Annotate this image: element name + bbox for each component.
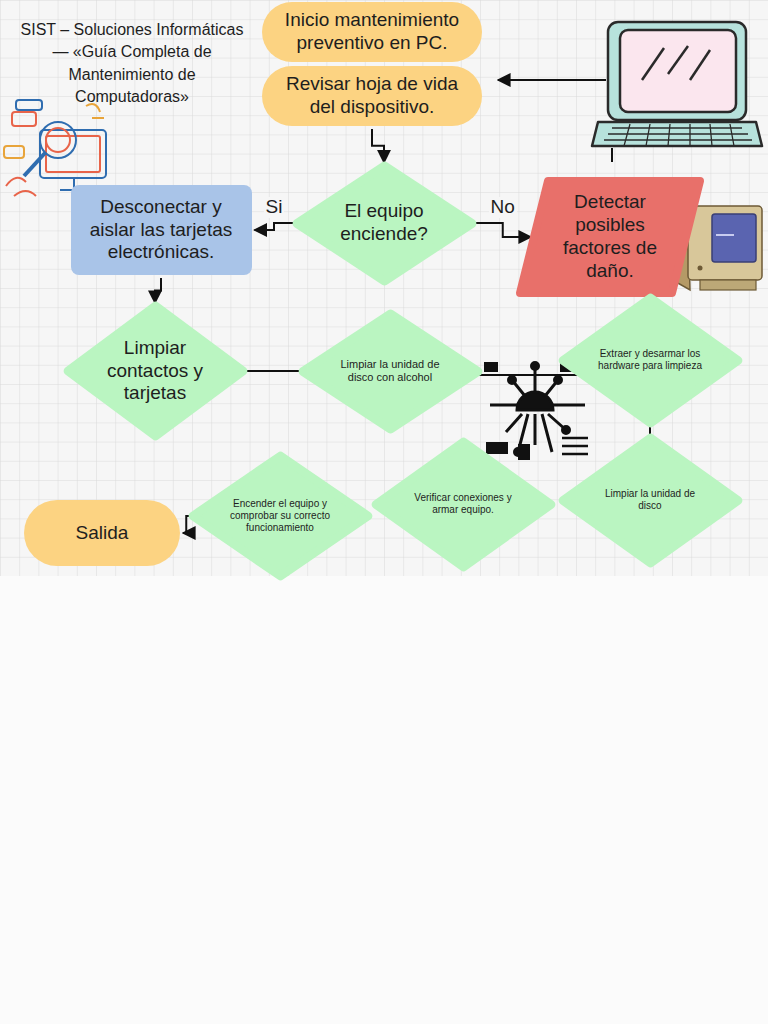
- connector-arrow: [255, 223, 294, 230]
- node-content: Revisar hoja de vida del dispositivo.: [262, 66, 482, 126]
- diamond-outline: [193, 456, 368, 576]
- diagram-title: SIST – Soluciones Informáticas — «Guía C…: [14, 19, 250, 109]
- maintenance-icon: [4, 100, 106, 198]
- connector-arrow: [155, 278, 161, 303]
- node-text: Limpiar la unidad de disco con alcohol: [334, 358, 446, 384]
- laptop-illustration: [498, 22, 762, 162]
- diamond-outline: [563, 298, 738, 423]
- node-content: Desconectar y aislar las tarjetas electr…: [71, 185, 252, 275]
- node-content: Detectar posibles factores de daño.: [520, 181, 700, 293]
- node-content: Limpiar contactos y tarjetas: [68, 306, 243, 436]
- node-content: Salida: [24, 500, 180, 566]
- process-diamond: Limpiar la unidad de disco con alcohol: [303, 314, 478, 429]
- grid-paper: [0, 0, 768, 576]
- diamond-outline: [303, 314, 478, 429]
- start-terminal: Inicio mantenimiento preventivo en PC.: [262, 2, 482, 62]
- edge-label: No: [489, 197, 517, 218]
- node-text: Encender el equipo y comprobar su correc…: [224, 498, 336, 534]
- data-parallelogram: Detectar posibles factores de daño.: [520, 181, 700, 293]
- diamond-outline: [376, 442, 551, 567]
- process-diamond: Extraer y desarmar los hardware para lim…: [563, 298, 738, 423]
- decision-diamond: El equipo enciende?: [297, 166, 472, 281]
- node-text: Extraer y desarmar los hardware para lim…: [592, 348, 708, 372]
- node-text: Desconectar y aislar las tarjetas electr…: [76, 196, 246, 264]
- node-content: Extraer y desarmar los hardware para lim…: [563, 298, 738, 423]
- process-diamond: Limpiar contactos y tarjetas: [68, 306, 243, 436]
- node-text: El equipo enciende?: [324, 200, 444, 246]
- diamond-outline: [563, 438, 738, 563]
- connector-arrow: [475, 223, 532, 237]
- process-diamond: Verificar conexiones y armar equipo.: [376, 442, 551, 567]
- diamond-outline: [297, 166, 472, 281]
- node-content: Limpiar la unidad de disco: [563, 438, 738, 563]
- node-text: Limpiar la unidad de disco: [598, 488, 702, 512]
- node-text: Salida: [76, 522, 129, 545]
- process-box: Desconectar y aislar las tarjetas electr…: [71, 185, 252, 275]
- circuit-icon: [476, 362, 588, 460]
- diamond-outline: [68, 306, 243, 436]
- node-text: Detectar posibles factores de daño.: [548, 191, 672, 282]
- node-content: Encender el equipo y comprobar su correc…: [193, 456, 368, 576]
- node-text: Verificar conexiones y armar equipo.: [411, 492, 515, 516]
- end-terminal: Salida: [24, 500, 180, 566]
- connector-arrow: [183, 516, 190, 533]
- process-terminal: Revisar hoja de vida del dispositivo.: [262, 66, 482, 126]
- node-content: El equipo enciende?: [297, 166, 472, 281]
- parallelogram-outline: [520, 181, 700, 293]
- connector-line: [246, 370, 300, 372]
- node-text: Revisar hoja de vida del dispositivo.: [274, 73, 470, 119]
- connector-arrow: [372, 129, 384, 163]
- process-diamond: Encender el equipo y comprobar su correc…: [193, 456, 368, 576]
- node-text: Limpiar contactos y tarjetas: [97, 337, 213, 405]
- node-content: Limpiar la unidad de disco con alcohol: [303, 314, 478, 429]
- node-content: Inicio mantenimiento preventivo en PC.: [262, 2, 482, 62]
- node-text: Inicio mantenimiento preventivo en PC.: [274, 9, 470, 55]
- process-diamond: Limpiar la unidad de disco: [563, 438, 738, 563]
- node-content: Verificar conexiones y armar equipo.: [376, 442, 551, 567]
- edge-label: Si: [264, 197, 285, 218]
